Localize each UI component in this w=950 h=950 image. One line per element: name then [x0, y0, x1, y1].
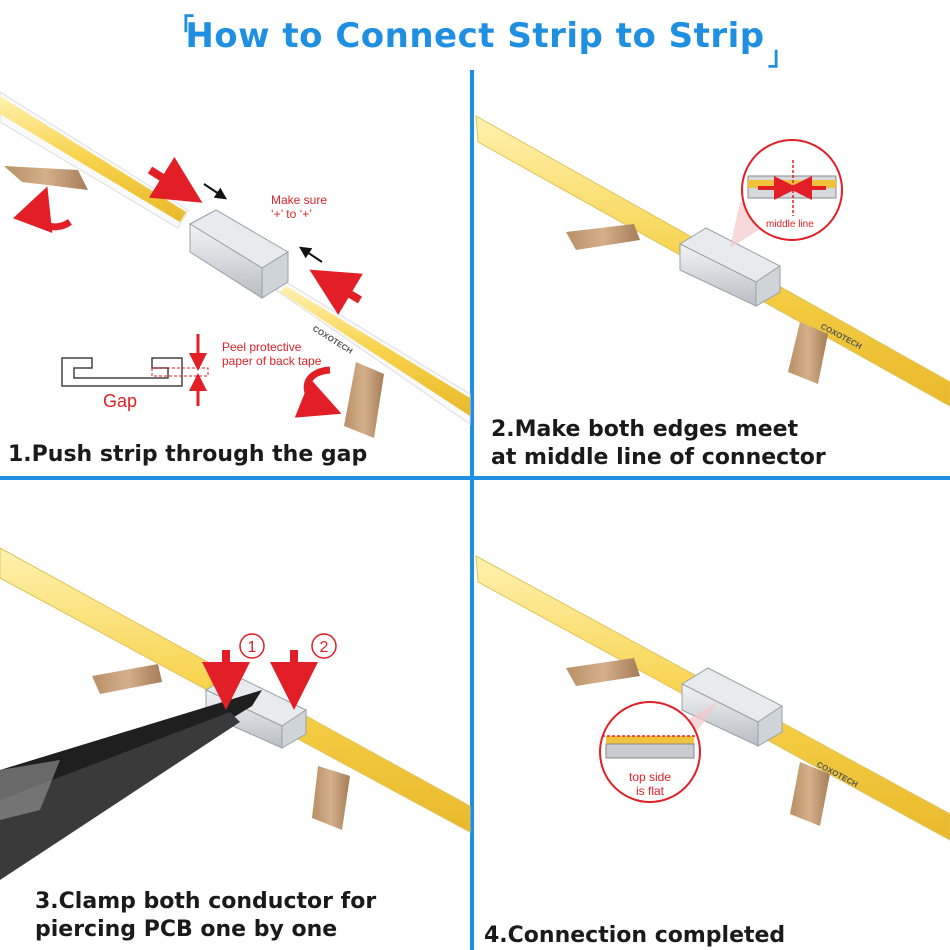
- step3-panel: 1 2: [0, 547, 471, 880]
- peel-line-1: Peel protective: [222, 340, 302, 354]
- step3-tape-right: [312, 766, 350, 830]
- step1-push-arrow-left: [147, 156, 203, 203]
- step1-peel-note: Peel protective paper of back tape: [222, 340, 321, 368]
- page-title: 「 How to Connect Strip to Strip 」: [0, 8, 950, 72]
- step1-black-arrow-bottom: [299, 246, 323, 263]
- step1-right-tape: [344, 362, 384, 438]
- step2-caption-line-1: 2.Make both edges meet: [491, 417, 799, 442]
- step2-connector: [678, 227, 781, 307]
- step4-top-side-note: top side is flat: [620, 770, 680, 798]
- top-side-line-1: top side: [628, 770, 672, 784]
- step3-caption-line-2: piercing PCB one by one: [35, 917, 338, 942]
- step1-left-tape: [4, 166, 88, 190]
- vertical-divider: [470, 70, 474, 950]
- step1-curl-arrow-left: [12, 186, 72, 234]
- step4-tape-right: [790, 762, 830, 826]
- step2-caption: 2.Make both edges meet at middle line of…: [491, 416, 826, 472]
- peel-line-2: paper of back tape: [222, 354, 322, 368]
- step1-connector: [188, 209, 289, 299]
- step4-zoom-circle: [599, 701, 701, 803]
- step1-gap-diagram: [61, 334, 209, 406]
- step2-tape-left: [566, 224, 640, 250]
- step4-connector: [680, 667, 783, 747]
- step4-panel: COXOTECH: [475, 555, 950, 841]
- step1-black-arrow-top: [203, 183, 227, 200]
- step3-marker-2-circle: [311, 633, 337, 659]
- step1-caption: 1.Push strip through the gap: [8, 442, 368, 467]
- title-left-bracket: 「: [168, 14, 195, 44]
- step1-left-strip: [0, 91, 189, 229]
- step2-zoom-circle: [741, 139, 843, 241]
- step4-caption: 4.Connection completed: [484, 923, 786, 948]
- step1-gap-label: Gap: [103, 391, 138, 411]
- step1-panel: COXOTECH: [0, 91, 471, 438]
- step3-marker-1: 1: [248, 639, 257, 656]
- step1-push-arrow-right: [309, 269, 363, 315]
- step4-tape-left: [566, 658, 640, 686]
- pliers-icon: [0, 690, 262, 880]
- step3-marker-1-circle: [239, 633, 265, 659]
- horizontal-divider: [0, 476, 950, 480]
- step2-panel: COXOTECH: [475, 115, 950, 407]
- step3-caption: 3.Clamp both conductor for piercing PCB …: [35, 888, 376, 944]
- step1-make-sure-note: Make sure ‘+’ to ‘+’: [271, 193, 327, 221]
- step3-caption-line-1: 3.Clamp both conductor for: [35, 889, 377, 914]
- top-side-line-2: is flat: [635, 784, 664, 798]
- step1-curl-arrow-right: [294, 366, 342, 418]
- step2-caption-line-2: at middle line of connector: [491, 445, 826, 470]
- step2-middle-line-label: middle line: [766, 219, 814, 230]
- step3-marker-2: 2: [320, 639, 329, 656]
- step2-tape-right: [788, 322, 828, 384]
- make-sure-line: Make sure: [271, 193, 328, 207]
- title-text: How to Connect Strip to Strip: [185, 16, 765, 56]
- step3-tape-left: [92, 664, 162, 694]
- plus-to-plus-line: ‘+’ to ‘+’: [271, 207, 312, 221]
- title-right-bracket: 」: [768, 42, 795, 72]
